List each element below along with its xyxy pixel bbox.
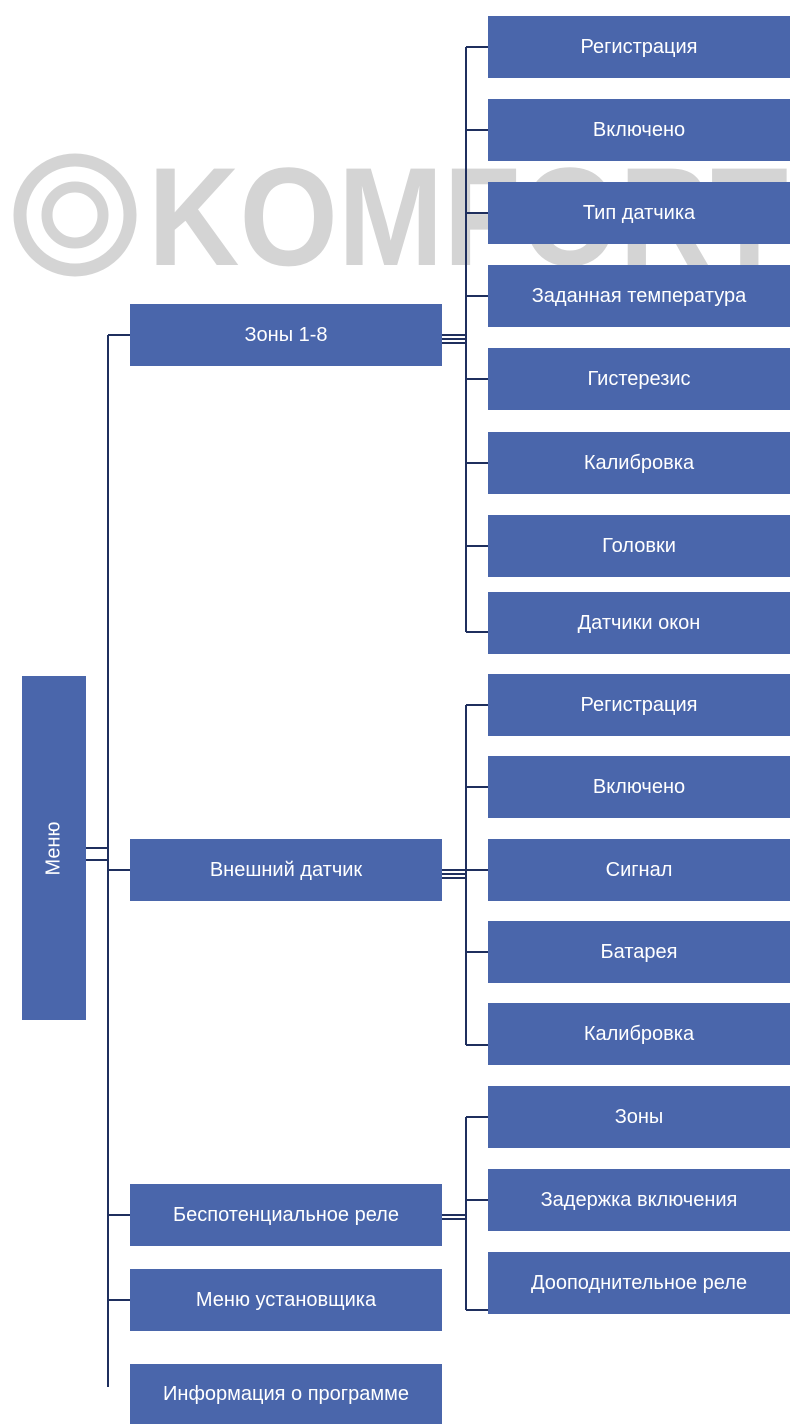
zones-calibration[interactable]: Калибровка [488,432,790,494]
submenu-label: Гистерезис [587,367,691,390]
menu-item-external-sensor[interactable]: Внешний датчик [130,839,442,901]
menu-item-label: Беспотенциальное реле [173,1203,399,1226]
submenu-label: Дооподнительное реле [530,1271,748,1294]
zones-set-temperature[interactable]: Заданная температура [488,265,790,327]
menu-item-label: Зоны 1-8 [244,323,328,346]
submenu-label: Задержка включения [540,1188,738,1211]
zones-sensor-type[interactable]: Тип датчика [488,182,790,244]
submenu-label: Включено [592,118,686,141]
relay-zones[interactable]: Зоны [488,1086,790,1148]
menu-root-label: Меню [42,820,65,876]
submenu-label: Тип датчика [582,201,696,224]
submenu-label: Головки [602,534,676,557]
submenu-label: Регистрация [580,693,698,716]
ext-battery[interactable]: Батарея [488,921,790,983]
relay-additional-relay[interactable]: Дооподнительное реле [488,1252,790,1314]
zones-window-sensors[interactable]: Датчики окон [488,592,790,654]
menu-item-program-info[interactable]: Информация о программе [130,1364,442,1424]
submenu-label: Датчики окон [577,611,701,634]
menu-item-potential-free-relay[interactable]: Беспотенциальное реле [130,1184,442,1246]
ext-registration[interactable]: Регистрация [488,674,790,736]
zones-enabled[interactable]: Включено [488,99,790,161]
zones-hysteresis[interactable]: Гистерезис [488,348,790,410]
root-connector-tick [86,847,108,861]
submenu-label: Калибровка [583,451,695,474]
submenu-label: Зоны [614,1105,664,1128]
ext-enabled[interactable]: Включено [488,756,790,818]
zones-connector-tick [442,334,466,344]
ext-calibration[interactable]: Калибровка [488,1003,790,1065]
submenu-label: Батарея [600,940,678,963]
submenu-label: Сигнал [605,858,673,881]
menu-item-label: Внешний датчик [209,858,363,881]
relay-connector-tick [442,1214,466,1220]
menu-item-installer-menu[interactable]: Меню установщика [130,1269,442,1331]
menu-item-zones[interactable]: Зоны 1-8 [130,304,442,366]
relay-switch-on-delay[interactable]: Задержка включения [488,1169,790,1231]
zones-actuators[interactable]: Головки [488,515,790,577]
menu-item-label: Информация о программе [163,1382,409,1405]
submenu-label: Регистрация [580,35,698,58]
zones-registration[interactable]: Регистрация [488,16,790,78]
ext-connector-tick [442,869,466,879]
menu-item-label: Меню установщика [195,1288,377,1311]
submenu-label: Заданная температура [531,284,747,307]
ext-signal[interactable]: Сигнал [488,839,790,901]
menu-root[interactable]: Меню [22,676,86,1020]
submenu-label: Включено [592,775,686,798]
submenu-label: Калибровка [583,1022,695,1045]
